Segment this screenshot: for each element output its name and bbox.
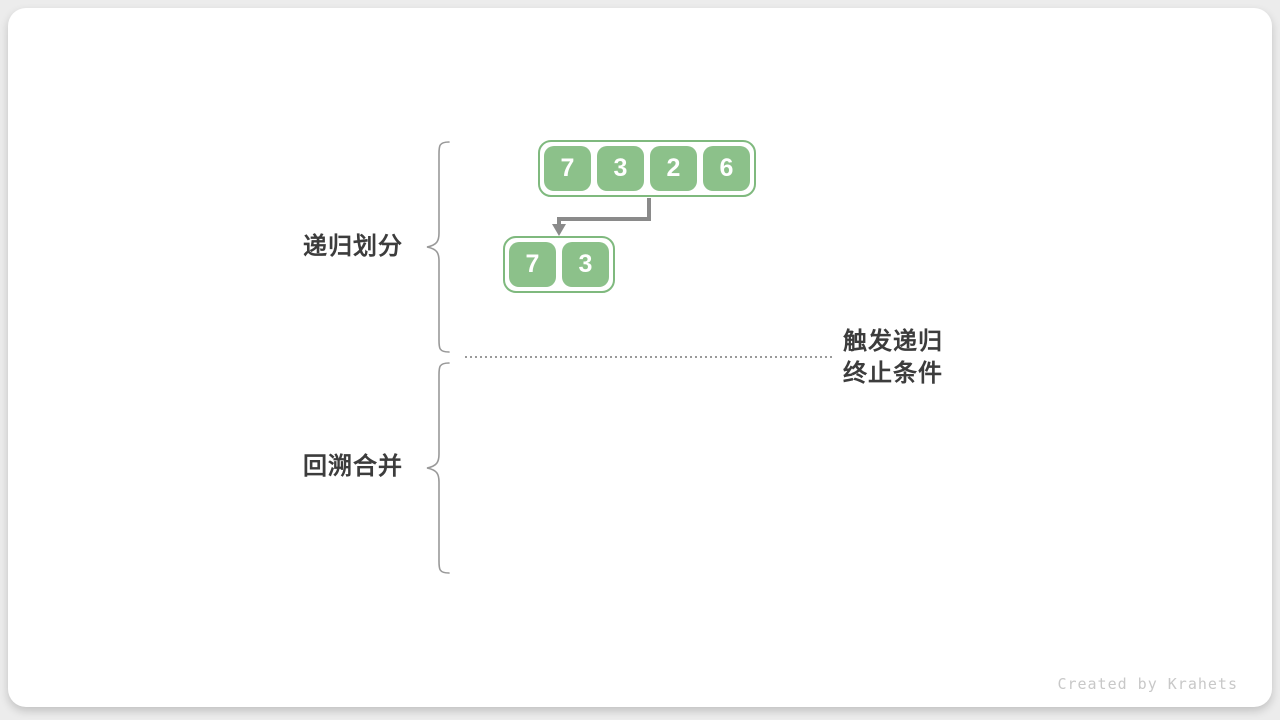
array-cell: 7 xyxy=(544,146,591,191)
split-arrow-icon xyxy=(552,198,651,236)
array-cell: 6 xyxy=(703,146,750,191)
base-case-dotted-line xyxy=(465,356,833,358)
footer-credit: Created by Krahets xyxy=(1057,675,1238,693)
base-case-annotation: 触发递归 终止条件 xyxy=(843,326,943,390)
array-cell: 7 xyxy=(509,242,556,287)
annotation-line-1: 触发递归 xyxy=(843,328,943,355)
curly-brace-divide xyxy=(426,141,450,353)
array-cell: 3 xyxy=(562,242,609,287)
phase-label-backtrack-merge: 回溯合并 xyxy=(303,453,403,480)
annotation-line-2: 终止条件 xyxy=(843,360,943,387)
phase-label-recursive-divide: 递归划分 xyxy=(303,233,403,260)
curly-brace-merge xyxy=(426,362,450,574)
array-level-1: 7 3 2 6 xyxy=(538,140,756,197)
array-cell: 3 xyxy=(597,146,644,191)
array-level-2: 7 3 xyxy=(503,236,615,293)
array-cell: 2 xyxy=(650,146,697,191)
